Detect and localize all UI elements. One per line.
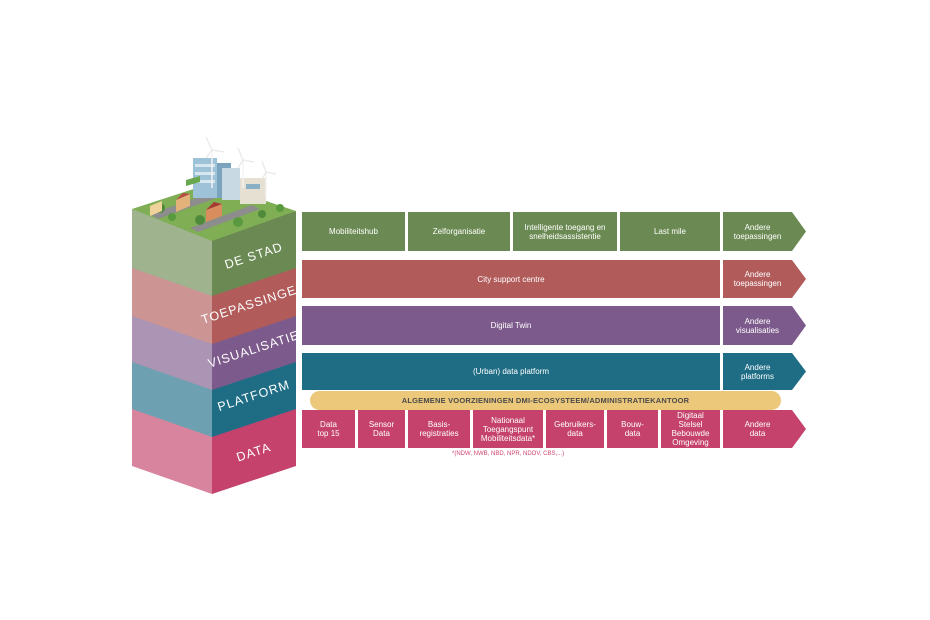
platform-cell: (Urban) data platform xyxy=(302,353,720,390)
data-cell: Bouw- data xyxy=(607,410,658,448)
general-facilities-bar: ALGEMENE VOORZIENINGEN DMI-ECOSYSTEEM/AD… xyxy=(310,391,781,410)
stad-cell: Intelligente toegang en snelheidsassiste… xyxy=(513,212,617,251)
stad-cell: Zelforganisatie xyxy=(408,212,510,251)
data-cell: Data top 15 xyxy=(302,410,355,448)
data-cell: Digitaal Stelsel Bebouwde Omgeving xyxy=(661,410,720,448)
city-illustration xyxy=(132,136,296,241)
visualisatie-cell: Digital Twin xyxy=(302,306,720,345)
toepassingen-cell: City support centre xyxy=(302,260,720,298)
stad-other-arrow: Andere toepassingen xyxy=(723,212,806,251)
visualisatie-other-arrow: Andere visualisaties xyxy=(723,306,806,345)
stad-cell: Last mile xyxy=(620,212,720,251)
data-other-arrow: Andere data xyxy=(723,410,806,448)
data-cell: Basis- registraties xyxy=(408,410,470,448)
toepassingen-other-arrow: Andere toepassingen xyxy=(723,260,806,298)
data-cell: Sensor Data xyxy=(358,410,405,448)
platform-other-arrow: Andere platforms xyxy=(723,353,806,390)
data-cell: Gebruikers- data xyxy=(546,410,604,448)
data-cell: Nationaal Toegangspunt Mobiliteitsdata* xyxy=(473,410,543,448)
data-footnote: *(NDW, NWB, NBD, NPR, NDOV, CBS,...) xyxy=(452,451,565,457)
stad-cell: Mobiliteitshub xyxy=(302,212,405,251)
